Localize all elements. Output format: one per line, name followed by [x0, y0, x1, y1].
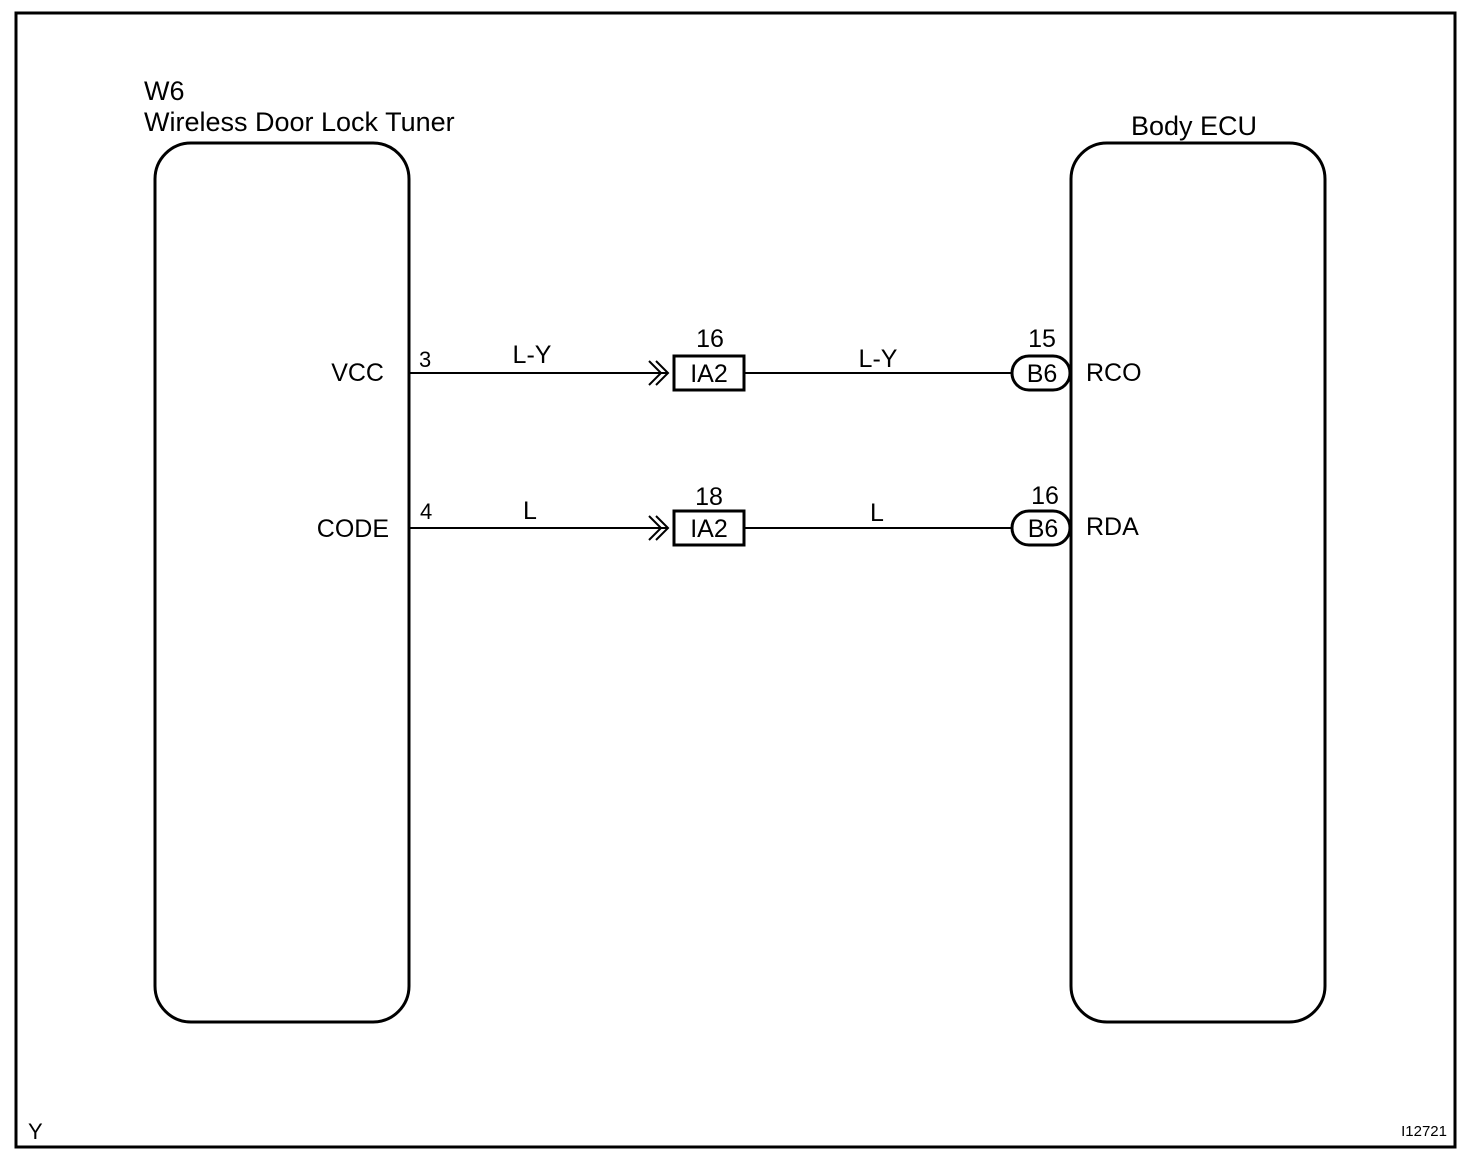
junction-connector-label: IA2	[690, 515, 728, 543]
junction-pin-18: 18	[695, 483, 723, 511]
wire-1-connector-chevron-2	[655, 360, 670, 386]
pin-label-vcc: VCC	[331, 359, 384, 387]
wire-2-color-left: L	[523, 497, 537, 525]
ecu-connector-label: B6	[1028, 515, 1059, 543]
pin-number-4: 4	[420, 499, 432, 524]
diagram-frame	[14, 11, 1457, 1149]
junction-pin-16: 16	[696, 325, 724, 353]
right-component-name: Body ECU	[1131, 111, 1257, 141]
wire-2: CODE 4 L 18 IA2 L 16 B6 RDA	[317, 482, 1139, 547]
pin-label-code: CODE	[317, 515, 389, 543]
ecu-connector-badge	[1010, 509, 1072, 547]
wire-1-connector-chevron	[648, 360, 663, 386]
ecu-pin-label-rco: RCO	[1086, 359, 1142, 387]
ecu-connector-label: B6	[1027, 360, 1058, 388]
ecu-pin-number-16: 16	[1031, 482, 1059, 510]
wire-1: VCC 3 L-Y 16 IA2 L-Y 15 B6 RCO	[331, 325, 1142, 392]
pin-number-3: 3	[419, 347, 431, 372]
left-component-code: W6	[144, 76, 185, 106]
left-component-name: Wireless Door Lock Tuner	[144, 107, 455, 137]
ecu-connector-badge	[1010, 354, 1072, 392]
right-component-box	[1069, 141, 1327, 1024]
left-component-box	[153, 141, 411, 1024]
wire-2-connector-chevron-2	[655, 515, 670, 541]
junction-connector-label: IA2	[690, 360, 728, 388]
wire-1-color-left: L-Y	[513, 341, 552, 369]
ecu-pin-number-15: 15	[1028, 325, 1056, 353]
wire-1-color-right: L-Y	[859, 345, 898, 373]
wire-2-color-right: L	[870, 499, 884, 527]
footer-left-mark: Y	[28, 1119, 43, 1144]
ecu-pin-label-rda: RDA	[1086, 513, 1139, 541]
figure-id: I12721	[1401, 1123, 1447, 1140]
wire-2-connector-chevron	[648, 515, 663, 541]
